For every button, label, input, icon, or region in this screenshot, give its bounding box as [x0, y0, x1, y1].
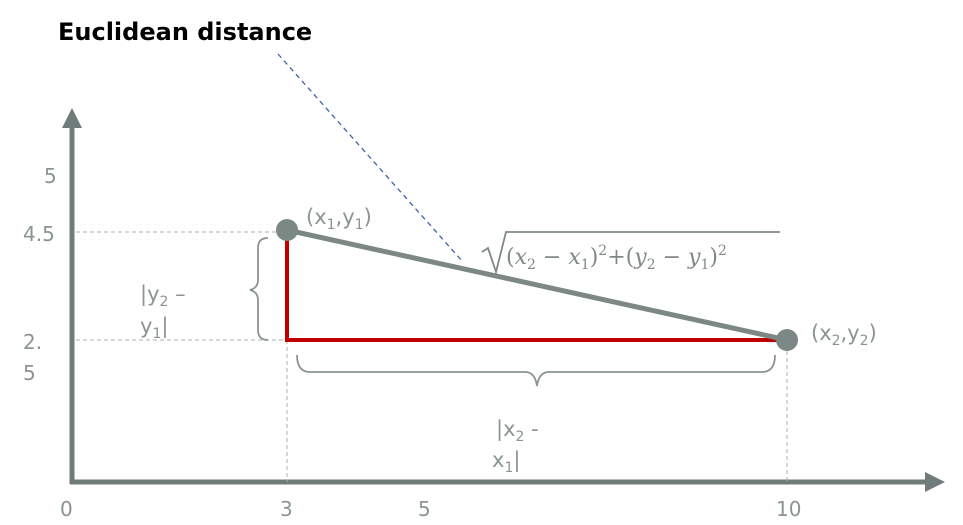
y-tick-2-5-part2: 5: [23, 361, 36, 385]
y-tick-4-5: 4.5: [23, 222, 55, 246]
delta-y-label-line2: y1|: [140, 314, 168, 342]
title-pointer: [277, 53, 464, 263]
x-tick-10: 10: [776, 497, 801, 521]
hypotenuse: [286, 227, 788, 343]
horizontal-bracket: [296, 354, 776, 387]
delta-x-label-line1: |x2 -: [496, 417, 539, 445]
x-tick-0: 0: [60, 497, 73, 521]
diagram-title: Euclidean distance: [58, 18, 313, 46]
point-2: [776, 329, 798, 351]
y-tick-5: 5: [44, 164, 57, 188]
triangle-legs: [285, 232, 787, 342]
x-tick-5: 5: [418, 497, 431, 521]
point-1: [276, 219, 298, 241]
x-tick-3: 3: [280, 497, 293, 521]
radical-sign-icon: [481, 231, 780, 276]
delta-y-label-line1: |y2 –: [140, 282, 186, 310]
point-1-label: (x1,y1): [306, 205, 372, 233]
point-2-label: (x2,y2): [811, 321, 877, 349]
vertical-bracket: [249, 237, 269, 341]
distance-formula: (x2 − x1)2+(y2 − y1)2: [506, 243, 727, 273]
delta-x-label-line2: x1|: [492, 448, 520, 476]
y-tick-2-5-part1: 2.: [23, 330, 42, 354]
